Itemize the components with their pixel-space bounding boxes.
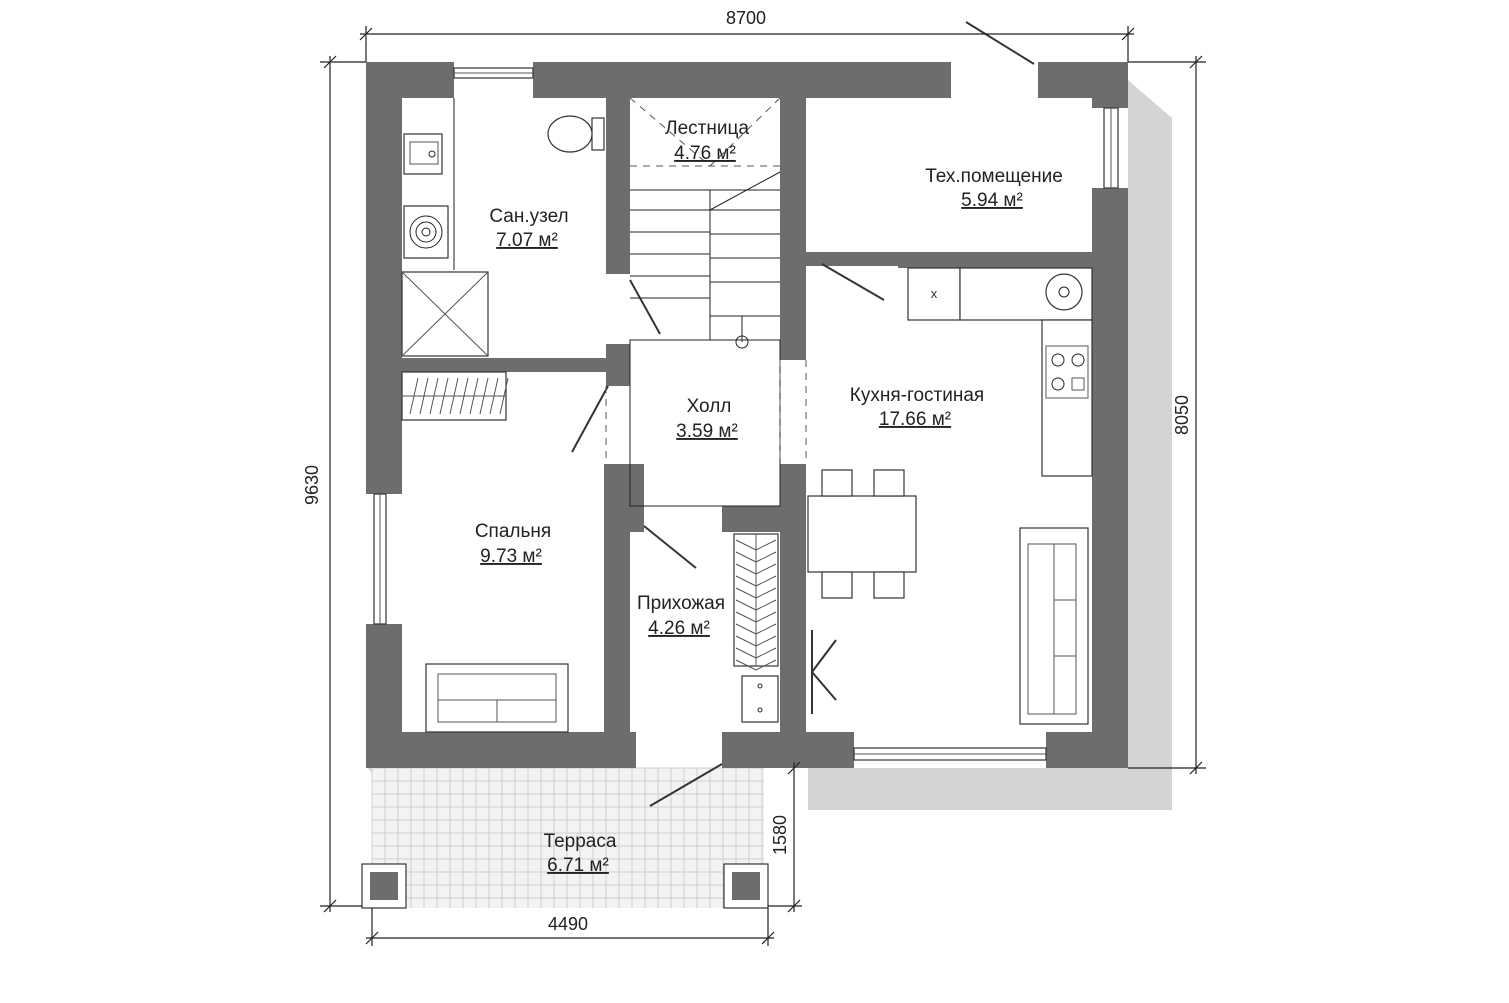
room-name-stairs: Лестница [665,118,749,139]
room-area-terrace: 6.71 м² [547,855,609,876]
room-name-bathroom: Сан.узел [489,206,568,227]
bedroom-furniture [401,371,569,733]
room-area-utility: 5.94 м² [961,190,1023,211]
room-name-hall: Холл [687,396,732,417]
room-area-stairs: 4.76 м² [674,143,736,164]
kitchen-furniture: x [807,267,1093,725]
dim-left-height: 9630 [302,465,322,505]
room-name-kitchen: Кухня-гостиная [850,385,984,406]
dim-top-width: 8700 [726,8,766,28]
walls [366,62,1128,768]
bathroom-fixtures [401,98,605,357]
dim-terrace-depth: 1580 [770,815,790,855]
windows [373,67,1119,761]
hall-outline [629,339,781,507]
room-name-entry: Прихожая [637,593,725,614]
dim-terrace-width: 4490 [548,914,588,934]
doors [571,21,1035,807]
room-area-entry: 4.26 м² [648,618,710,639]
room-name-bedroom: Спальня [475,521,551,542]
dimension-lines [320,26,1206,946]
room-name-utility: Тех.помещение [925,166,1063,187]
building-shadow [808,80,1172,810]
terrace-posts [361,863,769,909]
room-name-terrace: Терраса [544,831,617,852]
dim-right-height: 8050 [1172,395,1192,435]
room-area-bathroom: 7.07 м² [496,230,558,251]
svg-text:x: x [931,286,938,301]
room-area-bedroom: 9.73 м² [480,546,542,567]
terrace-floor [371,767,764,908]
room-area-kitchen: 17.66 м² [879,409,951,430]
room-area-hall: 3.59 м² [676,421,738,442]
entry-furniture [733,533,779,723]
